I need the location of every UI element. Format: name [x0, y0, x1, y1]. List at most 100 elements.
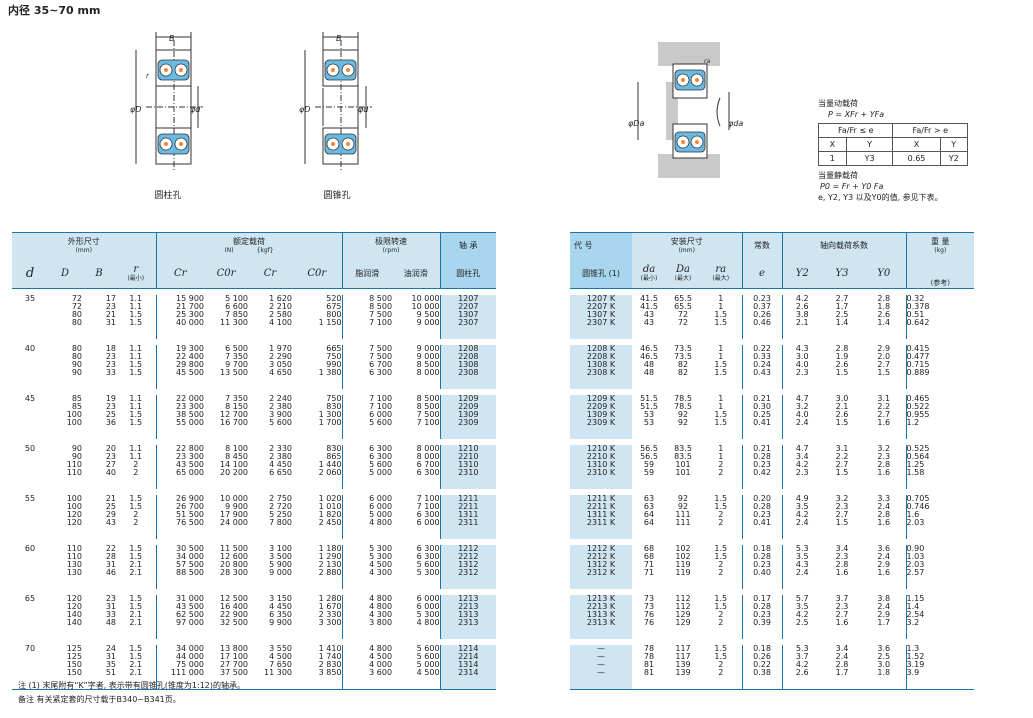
right-cell-e: 0.20 0.28 0.23 0.41 [742, 495, 783, 539]
left-cell-D: 125 125 150 150 [48, 645, 82, 690]
col-D: D [48, 258, 82, 289]
cylindrical-bore-drawing: B φD φd r [128, 30, 208, 175]
label-D: φD [130, 105, 141, 114]
right-cell-Y2: 5.3 3.5 4.3 2.4 [795, 544, 809, 577]
right-cell-k: 1211 K 2211 K 1311 K 2311 K [570, 495, 632, 539]
val-1: 1 [818, 151, 847, 166]
left-cell-C0r: 7 350 8 150 12 700 16 700 [220, 394, 248, 427]
left-cell-o: 9 000 9 000 8 500 8 000 [392, 345, 441, 389]
right-cell-k: 1207 K 2207 K 1307 K 2307 K [570, 295, 632, 339]
cond-le: Fa/Fr ≤ e [817, 123, 894, 138]
left-cell-b: 1208 2208 1308 2308 [440, 345, 497, 389]
left-cell-C0rk: 520 675 800 1 150 [292, 295, 343, 339]
left-cell-r: 1.1 1.1 1.5 1.5 [116, 345, 157, 389]
left-cell-Cr: 22 000 23 300 38 500 55 000 [176, 394, 204, 427]
left-cell-B: 22 28 31 46 [105, 544, 116, 577]
right-cell-Da: 102 102 119 119 [675, 544, 691, 577]
label-d-2: φd [358, 105, 369, 114]
left-cell-B: 19 23 25 36 [105, 394, 116, 427]
left-cell-r: 1.5 1.5 2.1 2.1 [116, 595, 157, 639]
label-D-2: φD [299, 105, 310, 114]
col-taper: 圆锥孔 (1) [570, 258, 632, 289]
left-cell-b: 1210 2210 1310 2310 [440, 445, 497, 489]
val-3: 0.65 [892, 151, 941, 166]
right-cell-w: 0.415 0.477 0.715 0.889 [906, 344, 930, 377]
head-Y: Y [845, 137, 894, 152]
left-cell-o: 8 000 8 000 6 700 6 300 [392, 445, 441, 489]
left-cell-r: 1.5 1.5 2.1 2.1 [116, 545, 157, 589]
right-cell-Y2: 4.3 3.0 4.0 2.3 [795, 344, 809, 377]
right-cell-e: 0.18 0.26 0.22 0.38 [742, 645, 783, 690]
right-cell-ra: 1 1 1.5 1.5 [700, 345, 743, 389]
right-cell-ra: 1.5 1.5 2 2 [700, 645, 743, 690]
label-da: φda [728, 119, 743, 128]
col-ref: (参考) [906, 258, 975, 289]
left-cell-d: 55 [24, 494, 36, 503]
left-cell-D: 110 110 130 130 [66, 544, 82, 577]
right-cell-Y0: 3.6 2.4 2.9 1.6 [862, 545, 907, 589]
left-cell-Crk: 2 330 2 380 4 450 6 650 [269, 444, 292, 477]
right-cell-Y3: 3.4 2.4 2.8 1.7 [822, 645, 863, 690]
tapered-bore-drawing: B φD φd [297, 30, 377, 175]
col-r: r(最小) [116, 258, 157, 289]
right-cell-w: 1.3 1.52 3.19 3.9 [906, 645, 975, 690]
const-header: 常数 [742, 232, 783, 258]
left-cell-b: 1207 2207 1307 2307 [440, 295, 497, 339]
left-cell-b: 1209 2209 1309 2309 [440, 395, 497, 439]
speed-header: 极限转速(rpm) [342, 232, 441, 258]
right-cell-k: 1210 K 2210 K 1310 K 2310 K [570, 445, 632, 489]
col-Da: Da(最大) [666, 258, 700, 289]
left-cell-B: 21 25 29 43 [105, 494, 116, 527]
right-cell-Y2: 5.7 3.5 4.2 2.5 [795, 594, 809, 627]
left-cell-Cr: 22 800 23 300 43 500 65 000 [176, 444, 204, 477]
right-cell-Y0: 3.6 2.5 3.0 1.8 [862, 645, 907, 690]
page-title: 内径 35~70 mm [8, 4, 101, 17]
head-X: X [818, 137, 847, 152]
right-cell-da: 68 68 71 71 [643, 544, 655, 577]
right-cell-w: 0.32 0.378 0.51 0.642 [906, 294, 930, 327]
right-cell-da: 56.5 56.5 59 59 [640, 444, 658, 477]
right-cell-Da: 65.5 65.5 72 72 [674, 294, 692, 327]
right-cell-Y0: 3.8 2.4 2.9 1.7 [862, 595, 907, 639]
right-cell-w: 1.15 1.4 2.54 3.2 [906, 594, 925, 627]
left-cell-d: 35 [24, 294, 36, 303]
right-cell-Y0: 3.2 2.3 2.8 1.6 [862, 445, 907, 489]
right-cell-Da: 78.5 78.5 92 92 [674, 394, 692, 427]
col-Cr: Cr [156, 258, 204, 289]
left-cell-Crk: 3 150 4 450 6 350 9 900 [269, 594, 292, 627]
left-cell-g: 7 100 7 100 6 000 5 600 [369, 394, 393, 427]
left-cell-Cr: 31 000 43 500 62 500 97 000 [176, 594, 204, 627]
right-cell-Y0: 2.9 2.0 2.7 1.5 [862, 345, 907, 389]
left-cell-Crk: 1 970 2 290 3 050 4 650 [269, 344, 292, 377]
left-cell-d: 40 [24, 344, 36, 353]
left-cell-o: 8 500 8 500 7 500 7 100 [392, 395, 441, 439]
left-cell-o: 6 300 6 300 5 600 5 300 [392, 545, 441, 589]
left-cell-r: 1.5 1.5 2 2 [116, 495, 157, 539]
label-B-2: B [336, 34, 342, 43]
right-cell-k: 1213 K 2213 K 1313 K 2313 K [570, 595, 632, 639]
left-cell-C0r: 6 500 7 350 9 700 13 500 [220, 344, 248, 377]
col-C0r: C0r [204, 258, 248, 289]
right-cell-Y2: 4.9 3.5 4.2 2.4 [795, 494, 809, 527]
right-cell-Da: 92 92 111 111 [675, 494, 691, 527]
left-cell-d: 70 [12, 645, 48, 690]
left-cell-Crk: 3 100 3 500 5 900 9 000 [269, 544, 292, 577]
right-cell-k: 1208 K 2208 K 1308 K 2308 K [570, 345, 632, 389]
col-grease: 脂润滑 [342, 258, 393, 289]
code-header: 代 号 [570, 232, 632, 258]
left-cell-d: 45 [24, 394, 36, 403]
left-cell-D: 90 90 110 110 [66, 444, 82, 477]
left-cell-r: 1.5 1.5 2.1 2.1 [116, 645, 157, 690]
label-r: r [146, 72, 150, 80]
right-cell-ra: 1.5 1.5 2 2 [700, 545, 743, 589]
left-cell-Crk: 1 620 2 210 2 580 4 100 [269, 294, 292, 327]
right-cell-e: 0.22 0.33 0.24 0.43 [742, 345, 783, 389]
